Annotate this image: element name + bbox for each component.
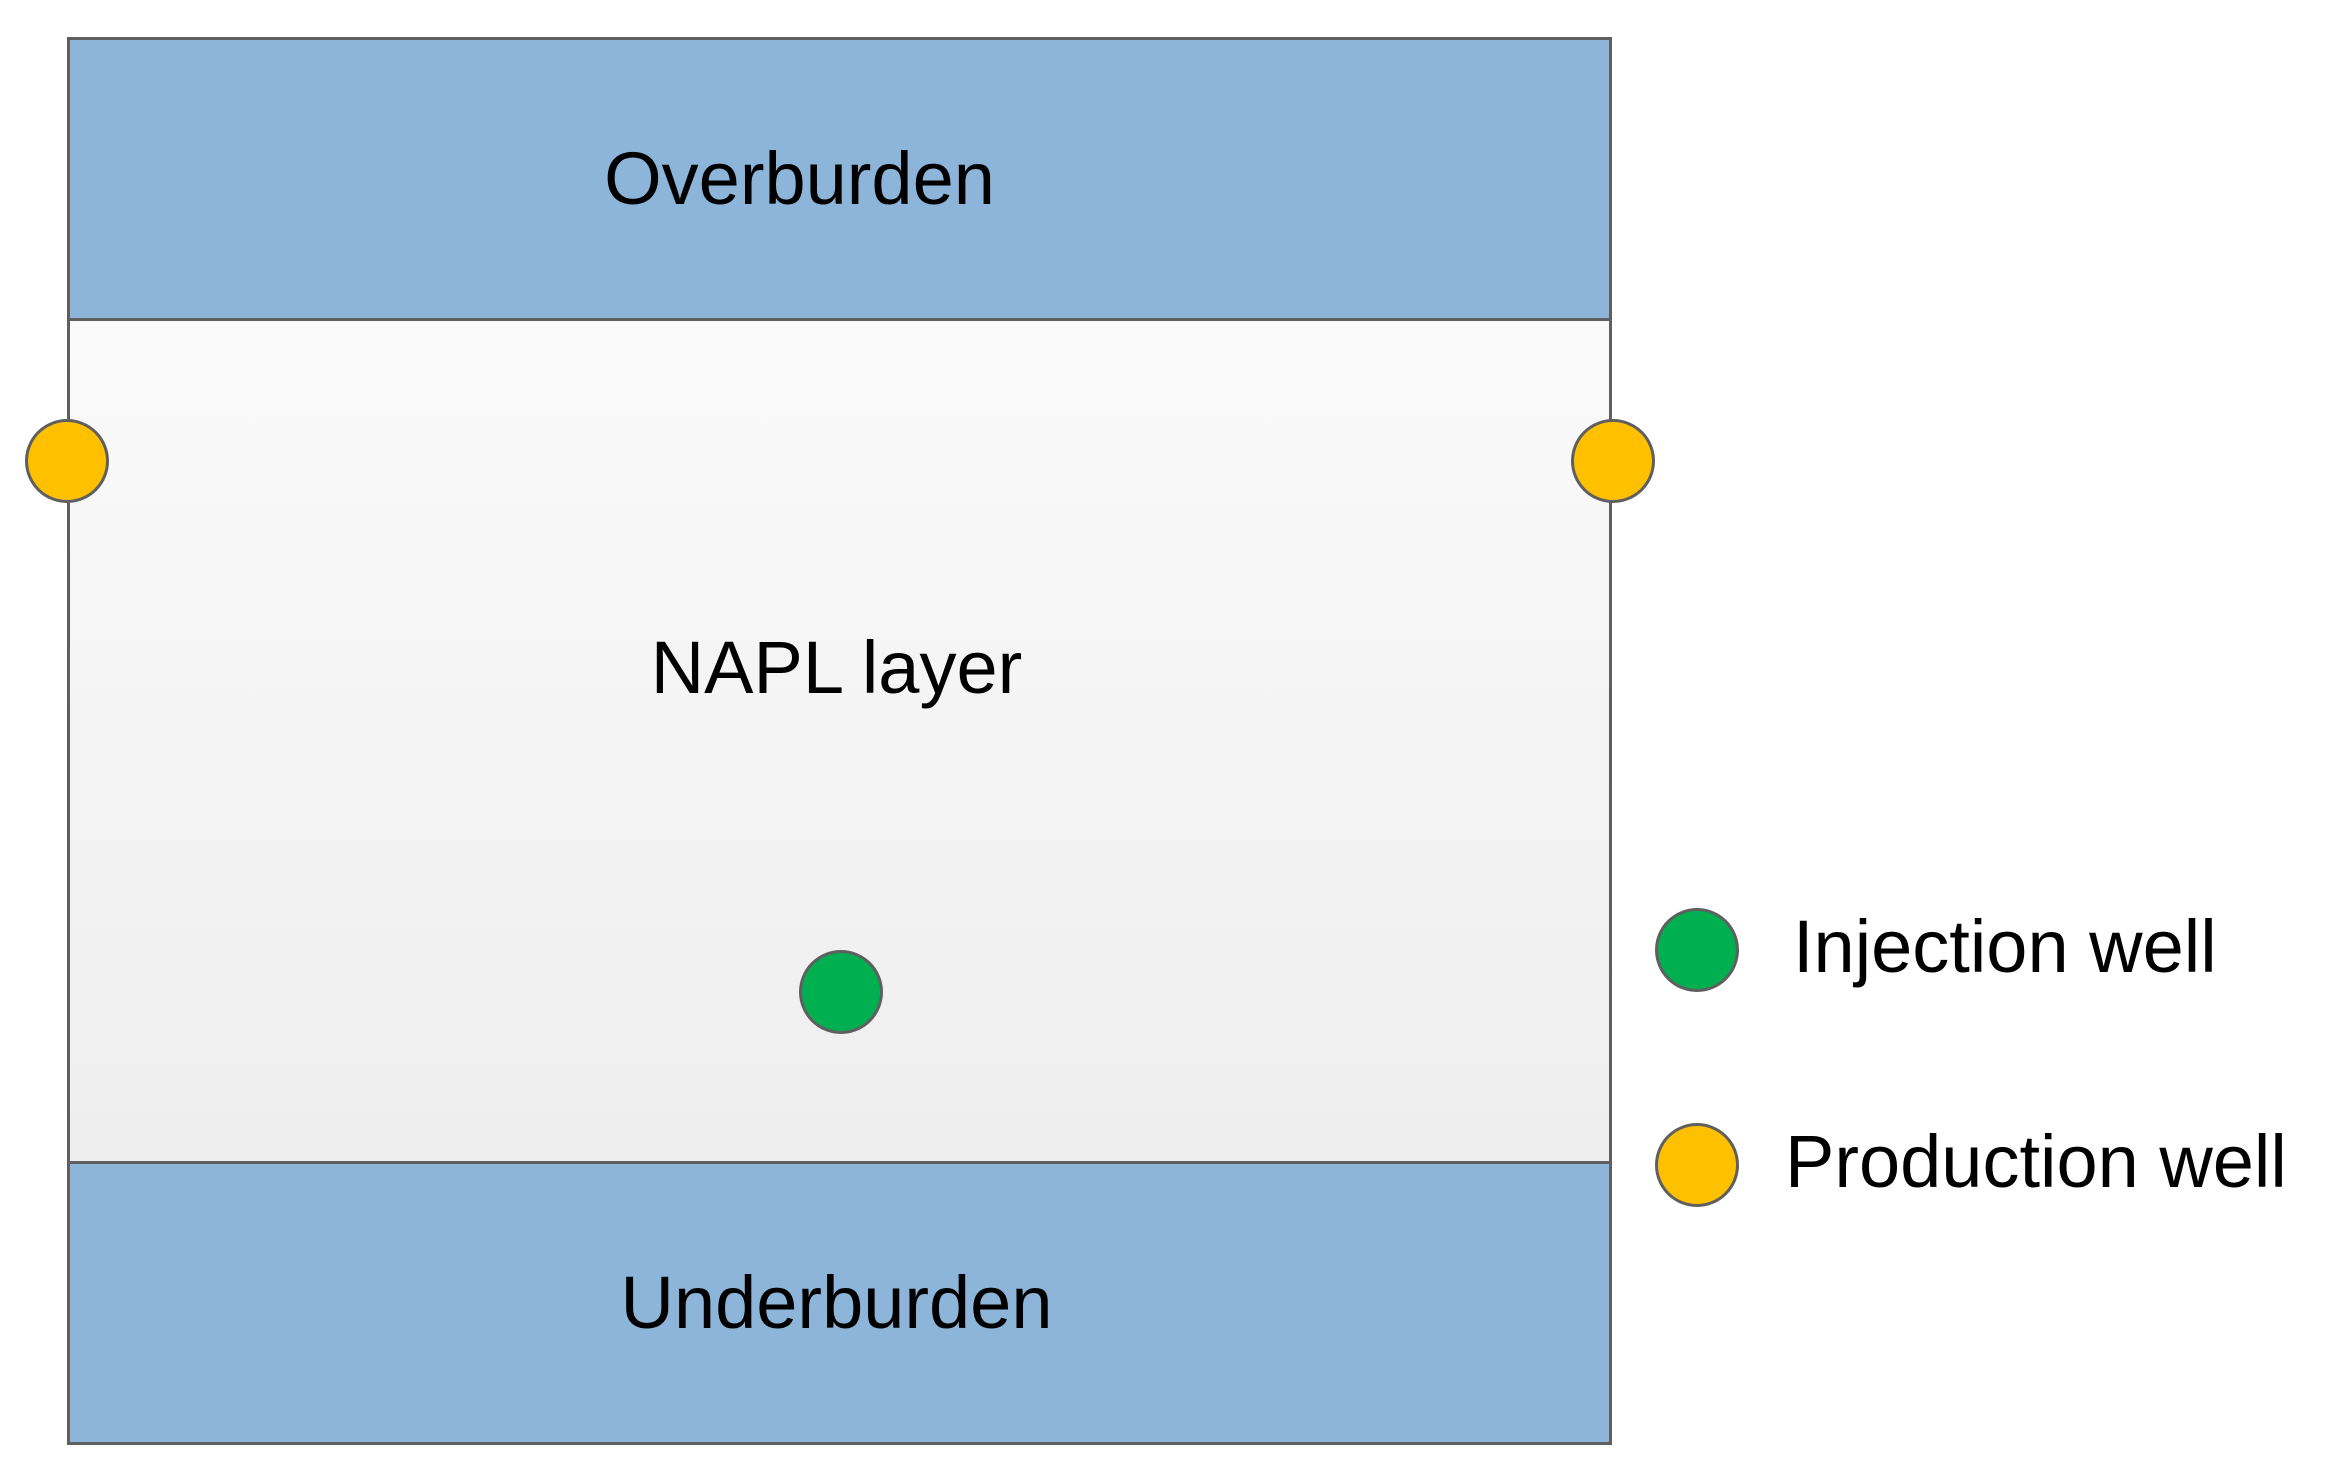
underburden-label: Underburden [620,1261,1053,1344]
underburden-layer: Underburden [67,1161,1612,1445]
legend-injection-icon [1655,908,1739,992]
injection-well-marker [799,950,883,1034]
legend-production-icon [1655,1123,1739,1207]
legend-injection-label: Injection well [1793,905,2217,988]
napl-layer: NAPL layer [67,318,1612,1164]
production-well-right-marker [1571,419,1655,503]
napl-layer-label: NAPL layer [650,626,1023,709]
overburden-layer: Overburden [67,37,1612,321]
overburden-label: Overburden [604,137,995,220]
production-well-left-marker [25,419,109,503]
legend-production-label: Production well [1785,1120,2287,1203]
